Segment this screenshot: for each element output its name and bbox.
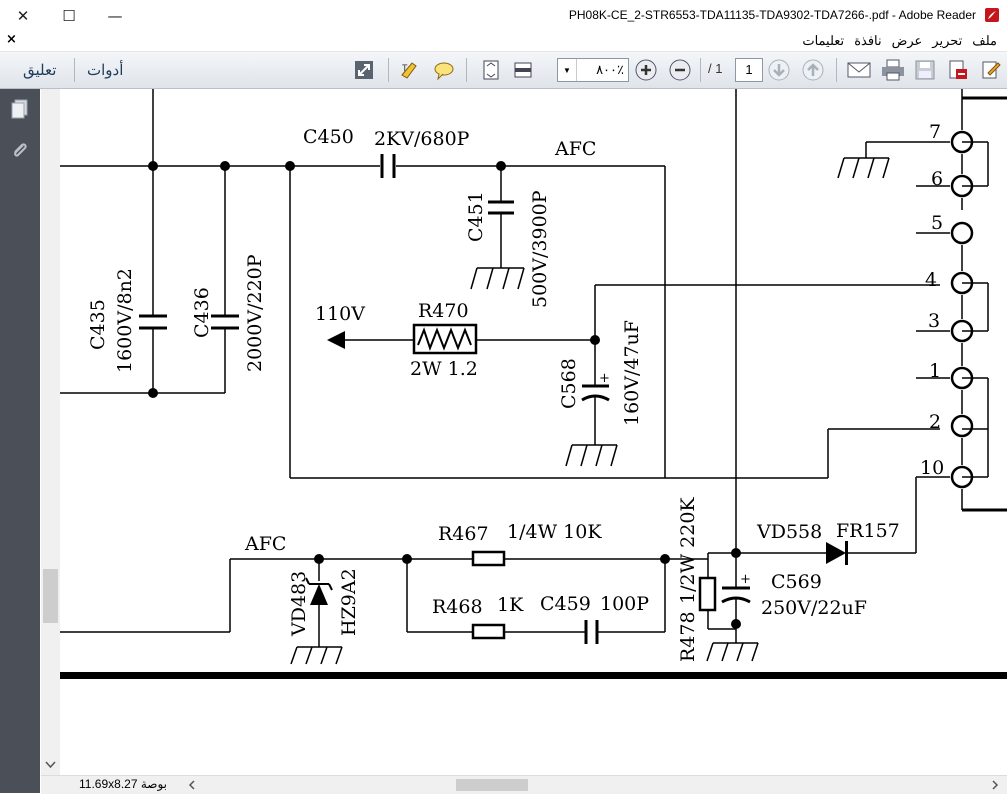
page-size-label: 11.69x8.27 بوصة [79, 777, 167, 791]
tools-pane-button[interactable]: أدوات [87, 62, 124, 79]
attachments-icon[interactable] [8, 139, 32, 163]
minimize-button[interactable]: — [92, 0, 138, 31]
label-r478: R478 [677, 611, 699, 662]
toolbar-separator [388, 58, 389, 82]
label-c568: C568 [558, 358, 580, 409]
expand-icon[interactable] [352, 58, 376, 82]
label-c459-value: 100P [600, 593, 649, 615]
label-r468-value: 1K [497, 594, 524, 616]
minimize-icon: — [107, 6, 123, 25]
zoom-out-icon[interactable] [668, 58, 692, 82]
toolbar-separator [74, 58, 75, 82]
page-total: / 1 [708, 61, 723, 76]
document-view[interactable]: C450 2KV/680P AFC C451 500V/3900P C435 1… [60, 89, 1007, 775]
zoom-value: ٨٠٠٪ [596, 62, 624, 77]
label-pin-10: 10 [920, 457, 944, 479]
label-r470-value: 2W 1.2 [410, 358, 478, 380]
navigation-panel [0, 89, 40, 793]
sign-icon[interactable] [979, 58, 1003, 82]
zoom-select[interactable]: ▼ ٨٠٠٪ [557, 58, 629, 82]
comment-pane-button[interactable]: تعليق [23, 62, 57, 79]
label-c435: C435 [87, 299, 109, 350]
label-pin-5: 5 [931, 212, 943, 234]
label-vd558-value: FR157 [836, 520, 900, 542]
label-r467-value: 1/4W 10K [507, 521, 602, 543]
close-document-icon[interactable]: × [6, 32, 17, 47]
label-110v: 110V [315, 303, 365, 325]
scroll-down-icon[interactable] [45, 761, 56, 769]
circuit-schematic: C450 2KV/680P AFC C451 500V/3900P C435 1… [60, 89, 1007, 679]
label-pin-2: 2 [929, 411, 941, 433]
label-c436: C436 [191, 287, 213, 338]
page-number-input[interactable]: 1 [735, 58, 763, 82]
label-vd483-value: HZ9A2 [338, 568, 360, 636]
sticky-note-icon[interactable] [432, 58, 456, 82]
label-pin-7: 7 [929, 121, 941, 143]
zoom-in-icon[interactable] [634, 58, 658, 82]
menu-edit[interactable]: تحرير [932, 33, 963, 48]
menu-bar: × ملف تحرير عرض نافذة تعليمات [0, 31, 1007, 52]
label-c459: C459 [540, 593, 591, 615]
label-vd483: VD483 [288, 571, 310, 637]
label-pin-6: 6 [931, 168, 943, 190]
label-pin-3: 3 [928, 310, 940, 332]
label-pin-1: 1 [929, 360, 941, 382]
label-c436-value: 2000V/220P [244, 254, 266, 372]
next-page-icon[interactable] [767, 58, 791, 82]
label-c435-value: 1600V/8n2 [114, 268, 136, 373]
fit-page-icon[interactable] [479, 58, 503, 82]
scroll-left-icon[interactable] [188, 780, 196, 790]
label-r478-value: 1/2W 220K [677, 497, 699, 604]
label-afc-top: AFC [554, 138, 596, 160]
label-c568-value: 160V/47uF [621, 320, 643, 426]
adobe-reader-icon [985, 8, 999, 22]
toolbar-separator [836, 58, 837, 82]
label-c451: C451 [465, 191, 487, 242]
menu-file[interactable]: ملف [972, 33, 997, 48]
toolbar: تعليق أدوات T ▼ ٨٠٠٪ / 1 1 [0, 52, 1007, 89]
label-r468: R468 [432, 596, 483, 618]
email-icon[interactable] [847, 58, 871, 82]
export-pdf-icon[interactable] [946, 58, 970, 82]
label-c569: C569 [771, 571, 822, 593]
highlight-text-icon[interactable]: T [398, 58, 422, 82]
title-bar: ✕ ☐ — PH08K-CE_2-STR6553-TDA11135-TDA930… [0, 0, 1007, 31]
label-c450-value: 2KV/680P [374, 128, 470, 150]
menu-window[interactable]: نافذة [854, 33, 882, 48]
maximize-button[interactable]: ☐ [46, 0, 92, 31]
label-c451-value: 500V/3900P [529, 190, 551, 308]
save-icon[interactable] [913, 58, 937, 82]
fit-width-icon[interactable] [511, 58, 535, 82]
previous-page-icon[interactable] [801, 58, 825, 82]
close-window-button[interactable]: ✕ [0, 0, 46, 31]
window-title: PH08K-CE_2-STR6553-TDA11135-TDA9302-TDA7… [568, 8, 976, 22]
close-icon: ✕ [16, 6, 30, 25]
horizontal-scroll-thumb[interactable] [456, 779, 528, 791]
pages-thumbnail-icon[interactable] [8, 97, 32, 121]
menu-help[interactable]: تعليمات [802, 33, 845, 48]
vertical-scroll-thumb[interactable] [43, 569, 58, 623]
toolbar-separator [466, 58, 467, 82]
label-pin-4: 4 [925, 269, 937, 291]
label-r470: R470 [418, 300, 469, 322]
label-r467: R467 [438, 523, 489, 545]
label-plus-c569: + [740, 572, 751, 587]
maximize-icon: ☐ [62, 6, 76, 25]
toolbar-separator [700, 58, 701, 82]
label-vd558: VD558 [756, 521, 822, 543]
label-c569-value: 250V/22uF [761, 597, 867, 619]
print-icon[interactable] [881, 58, 905, 82]
label-plus-c568: + [599, 371, 610, 386]
label-c450: C450 [303, 126, 354, 148]
label-afc-bottom: AFC [244, 533, 286, 555]
scroll-right-icon[interactable] [991, 780, 999, 790]
svg-text:T: T [402, 63, 408, 73]
chevron-down-icon[interactable]: ▼ [558, 59, 577, 81]
vertical-scrollbar[interactable] [41, 89, 60, 775]
status-bar: 11.69x8.27 بوصة [41, 775, 1007, 794]
menu-view[interactable]: عرض [891, 33, 923, 48]
